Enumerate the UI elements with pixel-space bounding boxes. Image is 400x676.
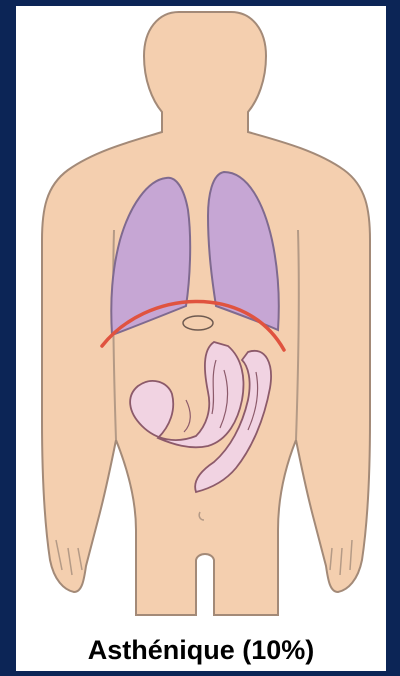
body-silhouette [42, 12, 370, 615]
anatomy-illustration [16, 0, 386, 620]
figure-caption: Asthénique (10%) [16, 628, 386, 672]
